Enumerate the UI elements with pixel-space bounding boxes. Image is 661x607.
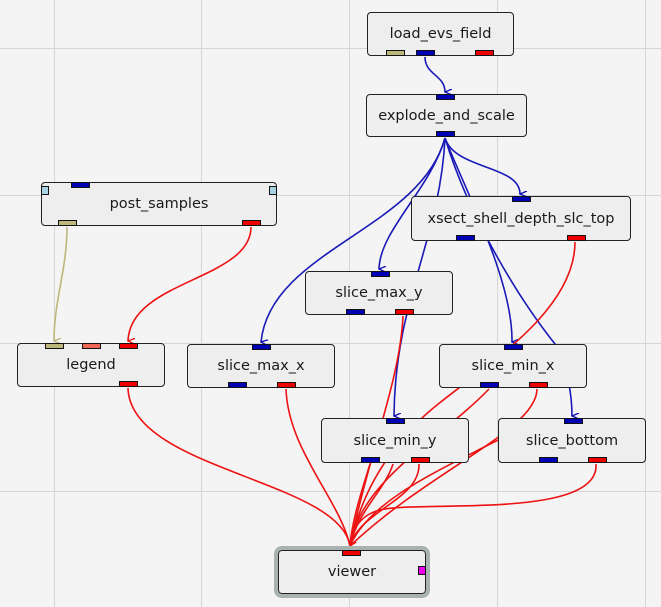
wire-slice-max-x-to-viewer[interactable] xyxy=(285,388,351,547)
output-port-field[interactable] xyxy=(346,309,365,315)
node-slice-min-y[interactable]: slice_min_y xyxy=(321,418,469,463)
wire-slice-min-x-red-to-viewer[interactable] xyxy=(349,388,538,547)
grid-line xyxy=(0,195,661,196)
node-legend[interactable]: legend xyxy=(17,343,165,387)
node-post-samples[interactable]: post_samples xyxy=(41,182,277,226)
node-label: load_evs_field xyxy=(389,26,492,42)
output-port-field[interactable] xyxy=(456,235,475,241)
output-port-render[interactable] xyxy=(567,235,586,241)
grid-line xyxy=(0,343,661,344)
output-port-render[interactable] xyxy=(242,220,261,226)
node-label: post_samples xyxy=(109,196,209,212)
node-viewer[interactable]: viewer xyxy=(274,546,430,598)
output-port-string[interactable] xyxy=(58,220,77,226)
node-label: slice_min_y xyxy=(353,432,437,449)
output-port-render[interactable] xyxy=(395,309,414,315)
grid-line xyxy=(54,0,55,607)
wire-explode-to-xsect[interactable] xyxy=(444,137,520,194)
grid-line xyxy=(0,491,661,492)
input-port-field[interactable] xyxy=(252,344,271,350)
node-slice-min-x[interactable]: slice_min_x xyxy=(439,344,587,388)
node-label: slice_min_x xyxy=(471,358,555,374)
output-port-render[interactable] xyxy=(529,382,548,388)
output-port-field[interactable] xyxy=(228,382,247,388)
input-port-number[interactable] xyxy=(41,186,49,195)
node-load-evs-field[interactable]: load_evs_field xyxy=(367,12,514,56)
node-xsect-shell-depth-slc-top[interactable]: xsect_shell_depth_slc_top xyxy=(411,196,631,241)
output-port-render[interactable] xyxy=(411,457,430,463)
node-label: slice_max_y xyxy=(335,285,423,301)
input-port-field[interactable] xyxy=(504,344,523,350)
output-port-field[interactable] xyxy=(480,382,499,388)
node-label: xsect_shell_depth_slc_top xyxy=(427,210,615,227)
output-port-render[interactable] xyxy=(119,381,138,387)
node-slice-bottom[interactable]: slice_bottom xyxy=(498,418,646,463)
grid-line xyxy=(497,0,498,607)
wire-post-samples-to-legend-render[interactable] xyxy=(128,226,252,341)
wire-slice-bottom-left-to-viewer[interactable] xyxy=(349,439,499,547)
output-port-view[interactable] xyxy=(418,566,426,575)
node-label: slice_bottom xyxy=(525,432,619,449)
output-port-string[interactable] xyxy=(386,50,405,56)
input-port-field[interactable] xyxy=(386,418,405,424)
wire-xsect-to-viewer[interactable] xyxy=(349,241,576,547)
wire-slice-bottom-to-viewer[interactable] xyxy=(349,463,597,547)
input-port-render[interactable] xyxy=(342,550,361,556)
grid-line xyxy=(201,0,202,607)
input-port-render[interactable] xyxy=(119,343,138,349)
input-port-field[interactable] xyxy=(512,196,531,202)
grid-line xyxy=(0,48,661,49)
output-port-render[interactable] xyxy=(588,457,607,463)
output-port-render[interactable] xyxy=(475,50,494,56)
node-label: slice_max_x xyxy=(217,358,305,374)
wire-post-samples-to-legend-string[interactable] xyxy=(54,226,68,341)
output-port-field[interactable] xyxy=(416,50,435,56)
output-port-field[interactable] xyxy=(361,457,380,463)
wire-load-to-explode[interactable] xyxy=(424,56,445,92)
wire-legend-to-viewer[interactable] xyxy=(127,387,350,546)
input-port-field[interactable] xyxy=(371,271,390,277)
node-slice-max-x[interactable]: slice_max_x xyxy=(187,344,335,388)
input-port-field[interactable] xyxy=(436,94,455,100)
input-port-field[interactable] xyxy=(564,418,583,424)
output-port-field[interactable] xyxy=(539,457,558,463)
input-port-field[interactable] xyxy=(71,182,90,188)
node-slice-max-y[interactable]: slice_max_y xyxy=(305,271,453,315)
wire-explode-to-slice-max-x[interactable] xyxy=(261,137,446,342)
node-label: explode_and_scale xyxy=(378,107,515,124)
input-port-string[interactable] xyxy=(45,343,64,349)
node-label: legend xyxy=(66,357,116,373)
output-port-field[interactable] xyxy=(436,131,455,137)
input-port-legend[interactable] xyxy=(82,343,101,349)
node-label: viewer xyxy=(327,564,377,580)
output-port-render[interactable] xyxy=(277,382,296,388)
grid-line xyxy=(645,0,646,607)
output-port-number[interactable] xyxy=(269,186,277,195)
node-explode-and-scale[interactable]: explode_and_scale xyxy=(366,94,527,137)
